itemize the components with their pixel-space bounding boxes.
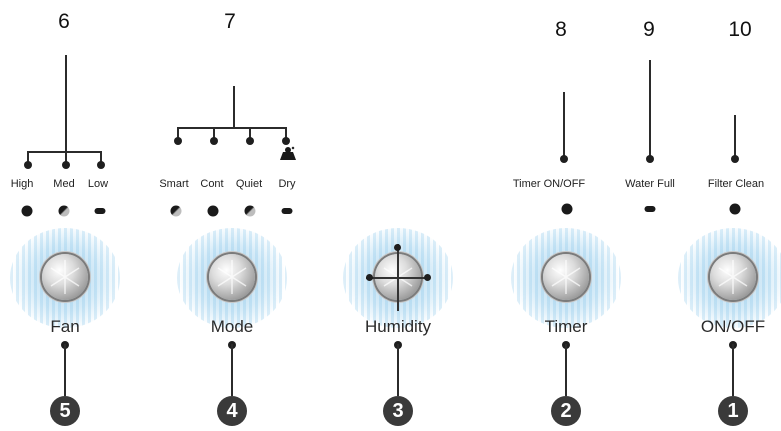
- mode-cont-label: Cont: [200, 178, 224, 190]
- bracket-end-dot: [282, 137, 290, 145]
- mode-dry-led: [281, 208, 293, 214]
- humidity-crosshair-horizontal: [366, 277, 430, 279]
- callout-9-leader: [649, 60, 651, 157]
- bracket-end-dot: [97, 161, 105, 169]
- callout-10-leader: [734, 115, 736, 157]
- leader-end-dot: [560, 155, 568, 163]
- leader-end-dot: [646, 155, 654, 163]
- callout-10: 10: [728, 18, 752, 41]
- fan-med-led: [58, 205, 70, 217]
- callout-7-bracket: [177, 127, 287, 129]
- timer-led: [561, 203, 573, 215]
- bracket-end-dot: [210, 137, 218, 145]
- callout-6: 6: [58, 10, 70, 33]
- fan-button[interactable]: [42, 254, 88, 300]
- callout-badge-4: 4: [217, 396, 247, 426]
- filter-clean-led: [729, 203, 741, 215]
- bracket-tick: [213, 127, 215, 139]
- fan-low-label: Low: [87, 178, 109, 190]
- leader-end-dot: [731, 155, 739, 163]
- timer-button-label: Timer: [544, 317, 588, 336]
- callout-6-bracket: [27, 151, 102, 153]
- callout-9: 9: [643, 18, 655, 41]
- dry-mode-icon: [280, 146, 296, 160]
- knob-star-icon: [551, 260, 581, 294]
- bracket-end-dot: [246, 137, 254, 145]
- callout-5-leader: [64, 344, 66, 396]
- crosshair-dot: [394, 244, 401, 251]
- mode-quiet-label: Quiet: [235, 178, 263, 190]
- humidity-button-label: Humidity: [364, 317, 432, 336]
- fan-high-label: High: [10, 178, 34, 190]
- callout-3-leader: [397, 344, 399, 396]
- crosshair-dot: [366, 274, 373, 281]
- fan-low-led: [94, 208, 106, 214]
- bracket-tick: [249, 127, 251, 139]
- callout-badge-5: 5: [50, 396, 80, 426]
- bracket-tick: [100, 151, 102, 163]
- callout-8-leader: [563, 92, 565, 157]
- bracket-tick: [65, 151, 67, 163]
- crosshair-dot: [424, 274, 431, 281]
- callout-badge-3: 3: [383, 396, 413, 426]
- bracket-end-dot: [24, 161, 32, 169]
- mode-cont-led: [207, 205, 219, 217]
- bracket-tick: [285, 127, 287, 139]
- knob-star-icon: [217, 260, 247, 294]
- callout-2-leader: [565, 344, 567, 396]
- water-full-led: [644, 206, 656, 212]
- callout-6-leader: [65, 55, 67, 152]
- callout-4-leader: [231, 344, 233, 396]
- knob-star-icon: [718, 260, 748, 294]
- timer-indicator-label: Timer ON/OFF: [512, 178, 586, 190]
- mode-smart-led: [170, 205, 182, 217]
- fan-high-led: [21, 205, 33, 217]
- mode-button-label: Mode: [210, 317, 254, 336]
- callout-badge-2: 2: [551, 396, 581, 426]
- bracket-end-dot: [174, 137, 182, 145]
- callout-1-leader: [732, 344, 734, 396]
- fan-med-label: Med: [53, 178, 75, 190]
- bracket-tick: [27, 151, 29, 163]
- mode-smart-label: Smart: [159, 178, 189, 190]
- callout-7: 7: [224, 10, 236, 33]
- onoff-button-label: ON/OFF: [700, 317, 766, 336]
- mode-dry-label: Dry: [278, 178, 296, 190]
- fan-button-label: Fan: [50, 317, 80, 336]
- bracket-tick: [177, 127, 179, 139]
- water-full-label: Water Full: [625, 178, 675, 190]
- callout-7-leader: [233, 86, 235, 128]
- bracket-end-dot: [62, 161, 70, 169]
- callout-badge-1: 1: [718, 396, 748, 426]
- callout-8: 8: [555, 18, 567, 41]
- timer-button[interactable]: [543, 254, 589, 300]
- knob-star-icon: [50, 260, 80, 294]
- onoff-button[interactable]: [710, 254, 756, 300]
- filter-clean-label: Filter Clean: [707, 178, 765, 190]
- mode-quiet-led: [244, 205, 256, 217]
- mode-button[interactable]: [209, 254, 255, 300]
